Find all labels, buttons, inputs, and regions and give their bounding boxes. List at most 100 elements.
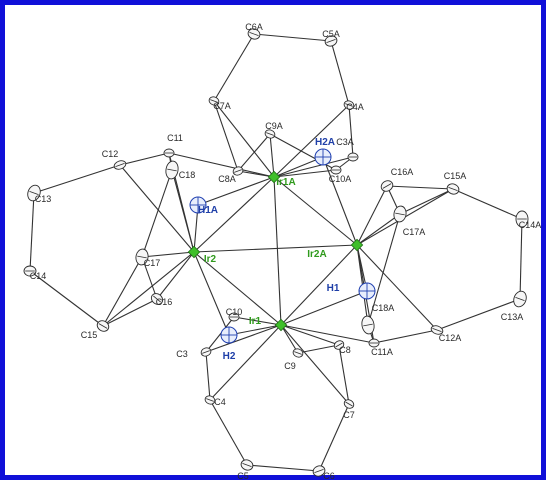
bond-c11a-c12a xyxy=(373,329,438,344)
bond-c3a-c4a xyxy=(348,104,354,158)
atom-c10-label: C10 xyxy=(226,307,243,317)
atom-h2a xyxy=(314,148,332,166)
atom-c9 xyxy=(292,348,304,358)
atom-c12a xyxy=(430,325,444,335)
atom-c15a xyxy=(446,183,460,195)
atom-c7 xyxy=(343,399,355,409)
atom-c9-label: C9 xyxy=(284,361,296,371)
atom-c4 xyxy=(204,395,216,405)
atom-ir2a-label: Ir2A xyxy=(307,249,326,260)
bond-c4-c5 xyxy=(209,399,248,466)
bond-ir2a-h2a xyxy=(322,156,358,246)
atom-h1-label: H1 xyxy=(327,283,340,294)
atom-c18-label: C18 xyxy=(179,170,196,180)
bond-ir1a-ir2a xyxy=(273,176,358,246)
atom-c8-label: C8 xyxy=(339,345,351,355)
atom-c14a xyxy=(515,210,529,228)
bond-ir1-c8 xyxy=(280,324,340,346)
atom-c17 xyxy=(135,248,149,266)
atom-c6 xyxy=(312,465,326,477)
atom-c3 xyxy=(200,347,212,357)
bond-ir2-c12 xyxy=(119,164,195,253)
bond-ir2a-c12a xyxy=(356,244,438,331)
atom-c7a-label: C7A xyxy=(213,101,231,111)
bond-ir1a-c10a xyxy=(273,169,337,178)
atom-c17a-label: C17A xyxy=(403,227,426,237)
atom-c6a xyxy=(247,28,261,40)
atom-ir1-label: Ir1 xyxy=(249,316,262,327)
atom-c13 xyxy=(27,184,41,202)
atom-c16a xyxy=(380,180,394,192)
atom-c12a-label: C12A xyxy=(439,333,462,343)
atom-h1 xyxy=(358,282,376,300)
bond-ir1-h1 xyxy=(280,290,368,326)
bond-ir2-c17 xyxy=(141,251,195,258)
atom-c11-label: C11 xyxy=(167,133,183,143)
atoms-layer xyxy=(23,28,529,477)
bond-ir2a-c16a xyxy=(356,185,388,246)
bond-ir1-c4 xyxy=(209,324,282,401)
atom-c14a-label: C14A xyxy=(519,220,542,230)
bond-ir1-ir1a xyxy=(273,176,282,326)
atom-c8a-label: C8A xyxy=(218,174,236,184)
atom-ir2a-marker xyxy=(350,238,364,252)
atom-c16-label: C16 xyxy=(156,297,173,307)
atom-h1a-label: H1A xyxy=(198,205,218,216)
bond-c17-c18 xyxy=(141,169,173,258)
bond-ir1a-c9a xyxy=(269,133,275,178)
atom-c16a-label: C16A xyxy=(391,167,414,177)
atom-c18a xyxy=(361,315,375,335)
bond-ir1-c7 xyxy=(280,324,350,405)
bond-ir2-c18 xyxy=(171,169,195,253)
bond-c15a-c16a xyxy=(386,185,454,190)
atom-c14-label: C14 xyxy=(30,271,47,281)
bond-c14a-c15a xyxy=(452,188,523,220)
atom-h2a-label: H2A xyxy=(315,137,335,148)
atom-c4-label: C4 xyxy=(214,397,226,407)
atom-c3a xyxy=(347,152,359,162)
bond-ir1-c10 xyxy=(233,316,282,326)
atom-c11 xyxy=(163,148,175,158)
bond-ir2a-c17a xyxy=(356,213,401,246)
atom-c5 xyxy=(240,459,254,471)
atom-h2-label: H2 xyxy=(223,351,236,362)
bond-ir1-c11a xyxy=(280,324,375,344)
bond-c17a-c18a xyxy=(367,213,401,326)
atom-ir2-marker xyxy=(187,245,201,259)
atom-c3-label: C3 xyxy=(176,349,188,359)
bond-c15-c17 xyxy=(102,256,143,327)
atom-c6a-label: C6A xyxy=(245,22,263,32)
bond-ir1a-h1a xyxy=(197,176,275,206)
bond-c14-c15 xyxy=(29,270,104,327)
bond-ir1-ir2 xyxy=(193,251,282,326)
atom-c5-label: C5 xyxy=(237,471,249,481)
bond-ir2-c15 xyxy=(102,251,195,327)
atom-h1a xyxy=(189,196,207,214)
atom-c15-label: C15 xyxy=(81,330,98,340)
bond-c7a-c8a xyxy=(213,100,239,172)
atom-c8 xyxy=(333,340,345,350)
atom-c18 xyxy=(165,160,179,180)
atom-ir1 xyxy=(274,318,288,332)
bond-ir1a-c3a xyxy=(273,156,354,178)
bond-c15-c16 xyxy=(102,298,158,327)
bond-ir2-ir2a xyxy=(193,244,358,253)
atom-c9a xyxy=(264,129,276,139)
atom-c14 xyxy=(23,265,37,277)
bond-ir2-h2 xyxy=(193,251,230,336)
bond-c10-c3 xyxy=(205,316,235,353)
bond-c15a-c17a xyxy=(399,188,454,215)
bond-c11-c12 xyxy=(119,152,170,166)
atom-c7a xyxy=(208,96,220,106)
atom-c11a xyxy=(368,338,380,348)
bond-ir1-ir2a xyxy=(280,244,358,326)
atom-c4a xyxy=(343,100,355,110)
atom-c8a xyxy=(232,166,244,176)
atom-ir2-label: Ir2 xyxy=(204,254,217,265)
bond-c13-c14 xyxy=(29,192,35,272)
atom-c12-label: C12 xyxy=(102,149,119,159)
atom-c17-label: C17 xyxy=(144,258,161,268)
bond-ir2-c16 xyxy=(156,251,195,300)
